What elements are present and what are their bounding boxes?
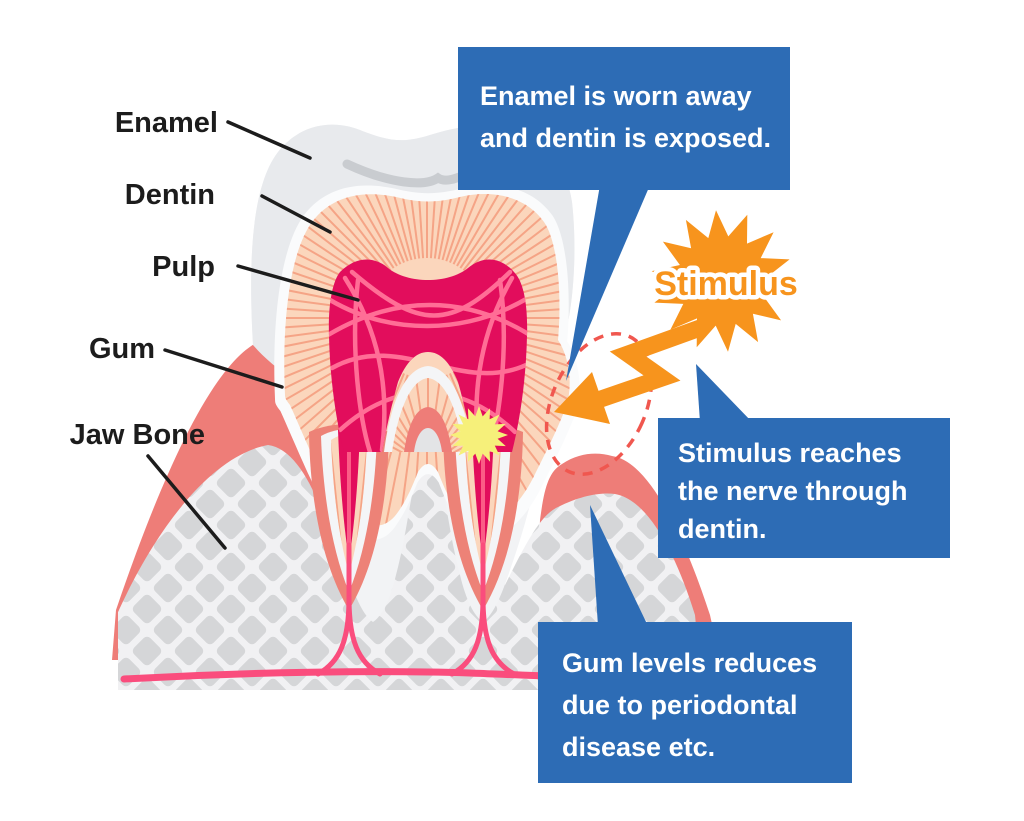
callout-enamel-worn: Enamel is worn away and dentin is expose… bbox=[458, 47, 790, 381]
callout-enamel-worn-line2: and dentin is exposed. bbox=[480, 123, 771, 153]
stimulus-lightning-bolt-icon bbox=[595, 320, 703, 409]
label-enamel: Enamel bbox=[115, 107, 218, 139]
tooth bbox=[251, 124, 580, 622]
callout-gum-line1: Gum levels reduces bbox=[562, 648, 817, 678]
pain-flash-icon bbox=[450, 406, 508, 464]
stimulus-arrowhead bbox=[554, 372, 610, 424]
root-furcation-arch bbox=[384, 366, 472, 452]
callout-stimulus-nerve: Stimulus reaches the nerve through denti… bbox=[658, 364, 950, 558]
callout-gum-line2: due to periodontal bbox=[562, 690, 798, 720]
callout-gum-line3: disease etc. bbox=[562, 732, 715, 762]
callout-gum-levels: Gum levels reduces due to periodontal di… bbox=[538, 505, 852, 783]
callout-tail bbox=[696, 364, 752, 422]
callout-stimulus-line2: the nerve through bbox=[678, 476, 908, 506]
callout-stimulus-line1: Stimulus reaches bbox=[678, 438, 902, 468]
tooth-root-right bbox=[443, 424, 523, 610]
label-gum: Gum bbox=[89, 333, 155, 365]
label-pulp: Pulp bbox=[152, 251, 215, 283]
stimulus-label: Stimulus bbox=[654, 265, 798, 303]
exposed-area-dashed-circle bbox=[544, 331, 654, 477]
label-dentin: Dentin bbox=[125, 179, 215, 211]
callout-stimulus-line3: dentin. bbox=[678, 514, 767, 544]
tooth-root-left bbox=[309, 424, 389, 610]
callout-tail bbox=[590, 505, 648, 626]
callout-enamel-worn-line1: Enamel is worn away bbox=[480, 81, 752, 111]
label-jaw-bone: Jaw Bone bbox=[70, 419, 205, 451]
callout-tail bbox=[566, 185, 650, 381]
stimulus-starburst-icon bbox=[651, 210, 793, 352]
anatomy-leader-lines bbox=[146, 120, 360, 550]
stimulus-burst: Stimulus bbox=[554, 210, 802, 424]
